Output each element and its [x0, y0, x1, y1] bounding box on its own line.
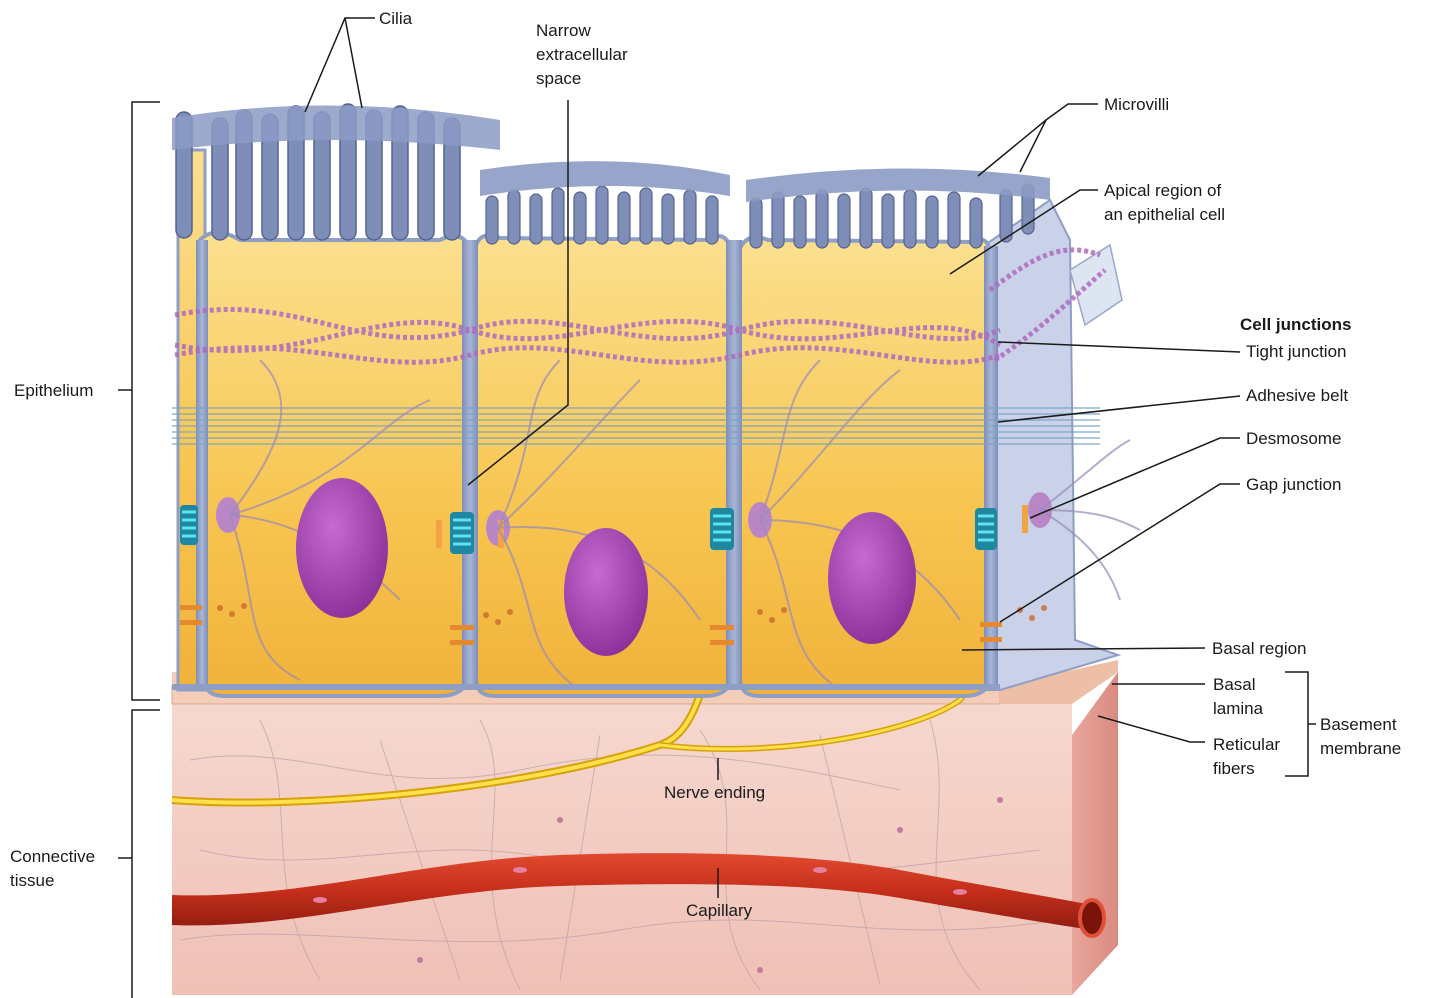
microvilli-label: Microvilli [1104, 94, 1169, 115]
apical-region-label-line2: an epithelial cell [1104, 204, 1225, 225]
gap-junction-label: Gap junction [1246, 474, 1341, 495]
connective-tissue-label-line2: tissue [10, 870, 54, 891]
cell-junctions-heading: Cell junctions [1240, 314, 1351, 335]
epithelial-layer [172, 104, 1140, 696]
connective-tissue-block [172, 660, 1118, 995]
desmosome-label: Desmosome [1246, 428, 1341, 449]
epithelium-label: Epithelium [14, 380, 93, 401]
connective-tissue-label-line1: Connective [10, 846, 95, 867]
capillary-label: Capillary [686, 900, 752, 921]
nerve-ending-label: Nerve ending [664, 782, 765, 803]
basement-membrane-label-line2: membrane [1320, 738, 1401, 759]
basal-region-label: Basal region [1212, 638, 1307, 659]
adhesive-belt-label: Adhesive belt [1246, 385, 1348, 406]
reticular-fibers-label-line2: fibers [1213, 758, 1255, 779]
narrow-space-label-line3: space [536, 68, 581, 89]
basal-lamina-label-line2: lamina [1213, 698, 1263, 719]
adhesive-belt-filaments [172, 408, 1100, 444]
narrow-space-label-line2: extracellular [536, 44, 628, 65]
basement-membrane-label-line1: Basement [1320, 714, 1397, 735]
cilia-label: Cilia [379, 8, 412, 29]
apical-region-label-line1: Apical region of [1104, 180, 1221, 201]
narrow-space-label-line1: Narrow [536, 20, 591, 41]
tight-junction-label: Tight junction [1246, 341, 1346, 362]
reticular-fibers-label-line1: Reticular [1213, 734, 1280, 755]
basal-lamina-label-line1: Basal [1213, 674, 1256, 695]
